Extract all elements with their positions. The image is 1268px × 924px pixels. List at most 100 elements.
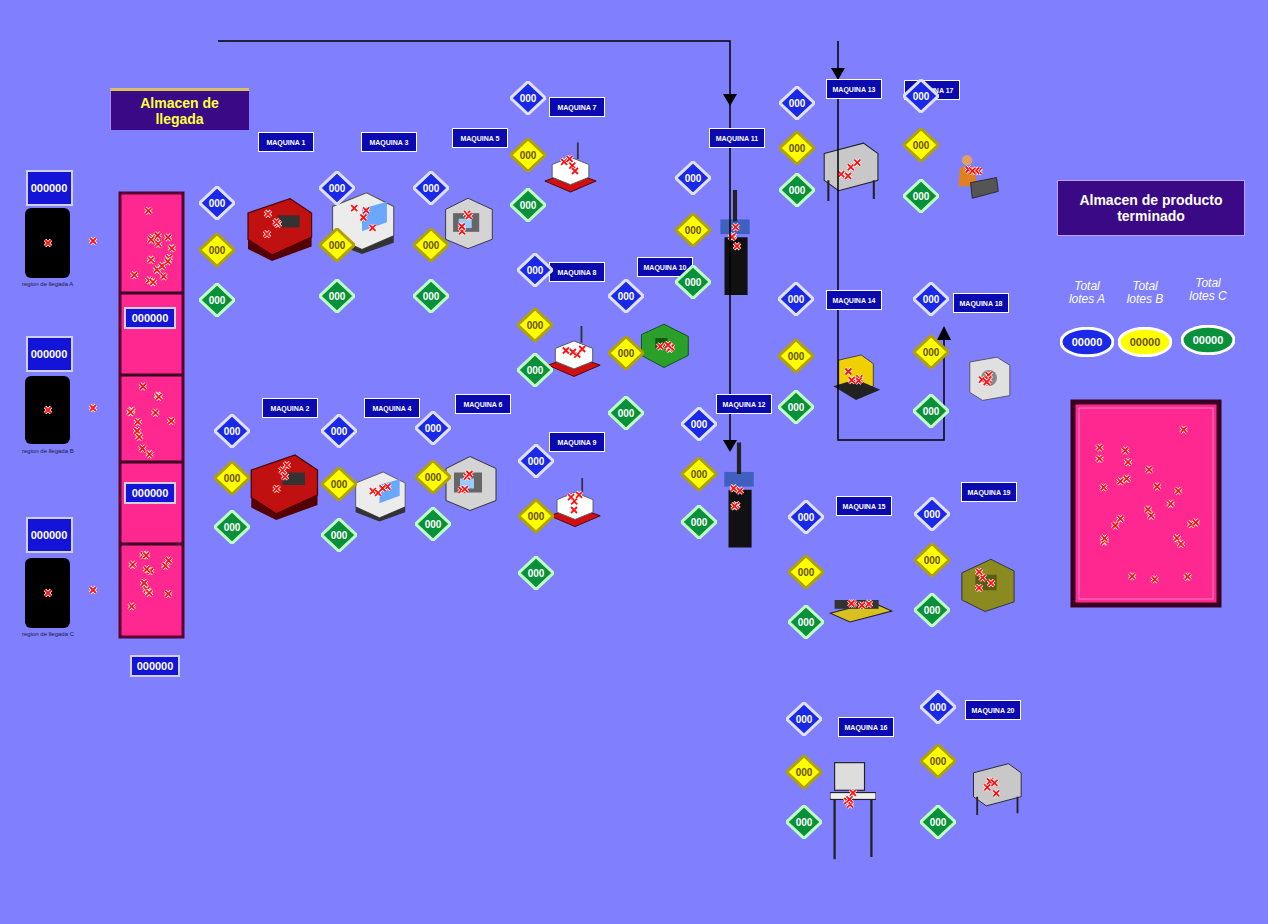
counter-value: 000	[924, 509, 941, 520]
machine-label: MAQUINA 1	[258, 132, 314, 152]
counter-diamond: 000	[903, 128, 939, 162]
entity-mark	[1181, 427, 1187, 433]
entity-mark	[732, 503, 738, 509]
counter-diamond: 000	[608, 279, 644, 313]
counter-diamond: 000	[321, 467, 357, 501]
counter-value: 000	[209, 245, 226, 256]
total-ellipse: 00000	[1060, 327, 1114, 357]
machine-icon	[446, 457, 496, 511]
counter-diamond: 000	[903, 79, 939, 113]
flow-line	[218, 41, 944, 448]
counter-value: 000	[527, 365, 544, 376]
machine-label: MAQUINA 3	[361, 132, 417, 152]
entity-mark	[848, 164, 854, 170]
entity-mark	[1146, 467, 1152, 473]
entity-mark	[139, 446, 145, 452]
counter-value: 000	[224, 426, 241, 437]
counter-value: 000	[329, 291, 346, 302]
entity-mark	[1154, 484, 1160, 490]
counter-diamond: 000	[788, 555, 824, 589]
machine-icon	[830, 600, 892, 622]
machine-label-text: MAQUINA 2	[270, 405, 309, 412]
machine-icon	[958, 155, 998, 198]
entity-mark	[1101, 484, 1107, 490]
counter-value: 00000	[1193, 334, 1224, 346]
machine-label-text: MAQUINA 3	[369, 139, 408, 146]
counter-value: 000	[329, 240, 346, 251]
counter-diamond: 000	[214, 510, 250, 544]
entity-mark	[993, 790, 999, 796]
total-ellipse: 00000	[1181, 325, 1235, 355]
entity-mark	[165, 258, 171, 264]
counter-value: 000	[423, 183, 440, 194]
machine-icon	[833, 355, 880, 400]
machine-label: MAQUINA 12	[716, 394, 772, 414]
machine-label: MAQUINA 18	[953, 293, 1009, 313]
entity-mark	[150, 279, 156, 285]
counter-value: 000	[930, 702, 947, 713]
counter-value: 000	[691, 517, 708, 528]
counter-box-text: 000000	[31, 348, 68, 360]
counter-value: 000	[224, 473, 241, 484]
entity-mark	[567, 156, 573, 162]
counter-value: 000	[423, 240, 440, 251]
counter-diamond: 000	[319, 228, 355, 262]
entity-mark	[991, 780, 997, 786]
entity-mark	[737, 488, 743, 494]
counter-value: 000	[924, 605, 941, 616]
finished-storage	[1073, 402, 1219, 605]
counter-diamond: 000	[199, 283, 235, 317]
counter-diamond: 000	[914, 543, 950, 577]
counter-value: 000	[618, 408, 635, 419]
counter-value: 000	[798, 512, 815, 523]
entity-mark	[148, 237, 154, 243]
entity-mark	[563, 348, 569, 354]
entity-mark	[1193, 520, 1199, 526]
machine-label: MAQUINA 19	[961, 482, 1017, 502]
machine-label-text: MAQUINA 4	[372, 405, 411, 412]
entity-mark	[156, 394, 162, 400]
machine-icon	[446, 198, 493, 248]
entity-mark	[856, 378, 862, 384]
entity-mark	[848, 601, 854, 607]
counter-diamond: 000	[517, 253, 553, 287]
entity-mark	[168, 418, 174, 424]
entity-mark	[733, 224, 739, 230]
entity-mark	[165, 591, 171, 597]
counter-diamond: 000	[413, 279, 449, 313]
counter-diamond: 000	[413, 228, 449, 262]
entity-mark	[571, 507, 577, 513]
entity-mark	[1102, 535, 1108, 541]
counter-diamond: 000	[199, 186, 235, 220]
machine-icon	[970, 357, 1010, 400]
machine-label-text: MAQUINA 10	[644, 264, 687, 271]
counter-value: 000	[796, 714, 813, 725]
machine-icon	[974, 764, 1022, 815]
entity-mark	[850, 790, 856, 796]
entity-mark	[1117, 478, 1123, 484]
counter-diamond: 000	[920, 744, 956, 778]
counter-value: 000	[528, 511, 545, 522]
machine-icon	[962, 559, 1014, 611]
counter-diamond: 000	[319, 279, 355, 313]
counter-box: 000000	[26, 170, 73, 206]
counter-diamond: 000	[319, 171, 355, 205]
counter-diamond: 000	[608, 336, 644, 370]
counter-value: 000	[329, 183, 346, 194]
counter-value: 000	[788, 294, 805, 305]
counter-diamond: 000	[681, 505, 717, 539]
storage-title-text: Almacen de llegada	[115, 95, 245, 127]
entity-mark	[988, 580, 994, 586]
counter-value: 000	[685, 173, 702, 184]
counter-value: 000	[691, 469, 708, 480]
entity-mark	[140, 384, 146, 390]
entity-mark	[976, 585, 982, 591]
counter-diamond: 000	[913, 394, 949, 428]
entity-mark	[135, 419, 141, 425]
counter-diamond: 000	[321, 414, 357, 448]
entity-mark	[155, 233, 161, 239]
machine-label-text: MAQUINA 13	[833, 86, 876, 93]
entity-mark	[459, 224, 465, 230]
counter-diamond: 000	[675, 161, 711, 195]
